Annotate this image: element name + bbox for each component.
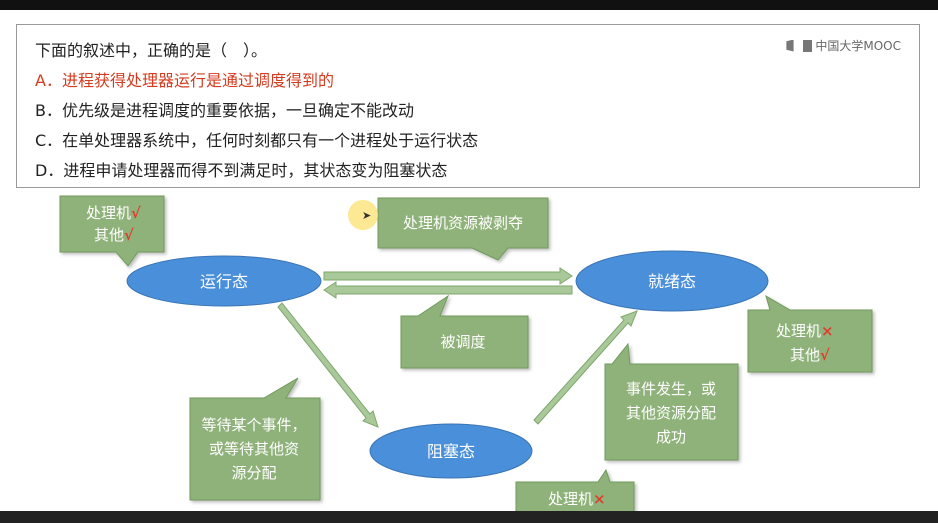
callout-wait-line1: 等待某个事件， <box>201 416 306 434</box>
state-running: 运行态 <box>126 255 322 307</box>
callout-blocked-line1: 处理机× <box>548 490 606 508</box>
callout-running-resources <box>59 195 165 267</box>
pointer-highlight <box>348 200 378 230</box>
book-icon <box>786 39 794 52</box>
arrow-blocked-to-ready <box>533 310 638 425</box>
callout-running-line2: 其他√ <box>94 226 134 244</box>
option-d: D．进程申请处理器而得不到满足时，其状态变为阻塞状态 <box>35 161 448 180</box>
state-ready: 就绪态 <box>575 250 769 312</box>
state-blocked: 阻塞态 <box>369 423 533 479</box>
state-ready-label: 就绪态 <box>648 272 696 291</box>
callout-wait-line2: 或等待其他资 <box>209 440 299 458</box>
option-b: B．优先级是进程调度的重要依据，一旦确定不能改动 <box>35 101 414 120</box>
mooc-logo: 中国大学MOOC <box>786 37 901 54</box>
state-blocked-label: 阻塞态 <box>427 442 475 461</box>
arrow-ready-to-running <box>323 281 573 299</box>
arrow-running-to-blocked <box>277 302 379 428</box>
bottom-bar <box>0 511 938 523</box>
callout-preempted-text: 处理机资源被剥夺 <box>403 214 523 232</box>
callout-wait-event <box>189 377 321 501</box>
logo-text: 中国大学MOOC <box>815 39 901 53</box>
callout-scheduled <box>400 294 529 369</box>
book-page-icon <box>803 39 813 52</box>
callout-ready-resources <box>747 294 873 373</box>
callout-event-line3: 成功 <box>656 428 686 446</box>
callout-ready-line1: 处理机× <box>776 322 834 340</box>
pointer-icon: ➤ <box>362 209 372 222</box>
question-stem: 下面的叙述中，正确的是（ ）。 <box>35 41 268 60</box>
option-a: A．进程获得处理器运行是通过调度得到的 <box>35 71 334 90</box>
option-c: C．在单处理器系统中，任何时刻都只有一个进程处于运行状态 <box>35 131 479 150</box>
callout-preempted <box>377 197 549 261</box>
arrow-running-to-ready <box>323 267 573 285</box>
state-running-label: 运行态 <box>200 272 248 291</box>
callout-event-line1: 事件发生，或 <box>626 380 716 398</box>
callout-event-line2: 其他资源分配 <box>626 404 716 422</box>
callout-scheduled-text: 被调度 <box>440 333 485 351</box>
callout-event-occurs <box>604 342 739 461</box>
top-bar <box>0 0 938 10</box>
question-box: 下面的叙述中，正确的是（ ）。 A．进程获得处理器运行是通过调度得到的 B．优先… <box>16 24 920 188</box>
callout-wait-line3: 源分配 <box>231 464 276 482</box>
callout-running-line1: 处理机√ <box>86 204 141 222</box>
callout-ready-line2: 其他√ <box>790 346 830 364</box>
